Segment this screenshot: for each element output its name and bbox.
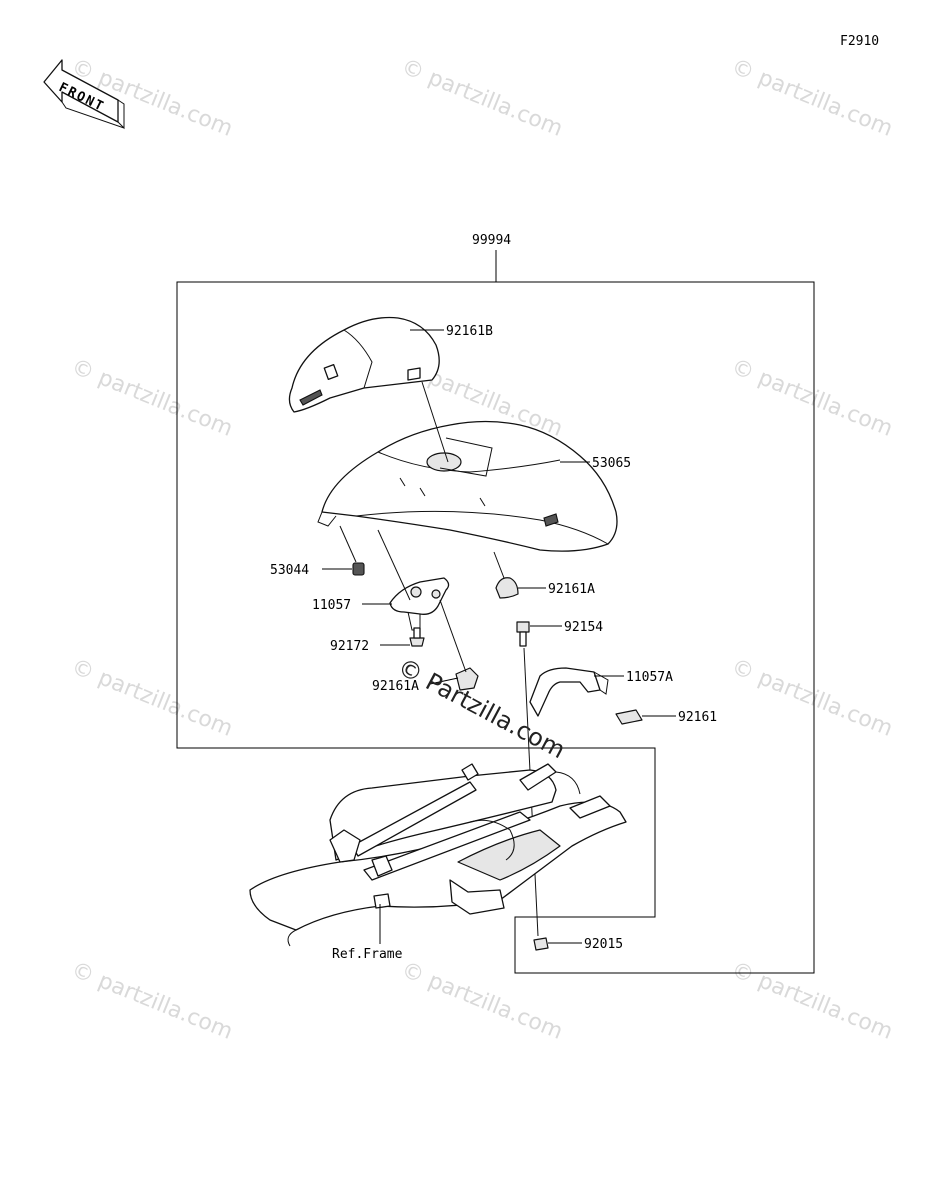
part-label: 92161A	[548, 582, 595, 597]
leader-lines	[322, 329, 676, 944]
part-label: 11057	[312, 598, 351, 613]
part-label: 92161B	[446, 324, 493, 339]
part-label: 11057A	[626, 670, 673, 685]
pad-92161-part	[615, 709, 643, 725]
watermark-text: © partzilla.com	[728, 654, 896, 741]
part-label: 92154	[564, 620, 603, 635]
rubber-damper-53044-part	[352, 562, 365, 576]
nut-92015-part	[533, 937, 549, 951]
reference-frame-label: Ref.Frame	[332, 947, 403, 962]
watermark-text: © partzilla.com	[728, 957, 896, 1044]
reference-frame-drawing	[249, 763, 627, 947]
damper-92161a-part	[495, 577, 519, 599]
damper-92161a-lower-part	[455, 667, 479, 691]
seat-cowl-part	[317, 420, 618, 552]
watermark-text: © partzilla.com	[728, 354, 896, 441]
watermark-text: © partzilla.com	[398, 957, 566, 1044]
part-label: 53044	[270, 563, 309, 578]
part-label: 92161A	[372, 679, 419, 694]
bracket-11057a-part	[529, 667, 609, 717]
screw-92172-part	[409, 627, 425, 647]
part-label: 92015	[584, 937, 623, 952]
part-label: 53065	[592, 456, 631, 471]
watermark-text: © partzilla.com	[68, 654, 236, 741]
watermark-text: © partzilla.com	[68, 354, 236, 441]
seat-cowl-cap-part	[288, 316, 440, 413]
part-label: 99994	[472, 233, 511, 248]
watermark-text: © partzilla.com	[728, 54, 896, 141]
center-watermark: © Partzilla.com	[393, 653, 570, 765]
kit-boundary	[176, 281, 815, 974]
part-label: 92161	[678, 710, 717, 725]
part-labels: 99994 92161B 53065 53044 92161A 11057 92…	[270, 233, 717, 962]
bracket-11057-part	[389, 577, 450, 631]
watermark-text: © partzilla.com	[398, 54, 566, 141]
part-label: 92172	[330, 639, 369, 654]
watermark-text: © partzilla.com	[68, 957, 236, 1044]
figure-code: F2910	[840, 34, 879, 49]
bolt-92154-part	[516, 621, 530, 647]
